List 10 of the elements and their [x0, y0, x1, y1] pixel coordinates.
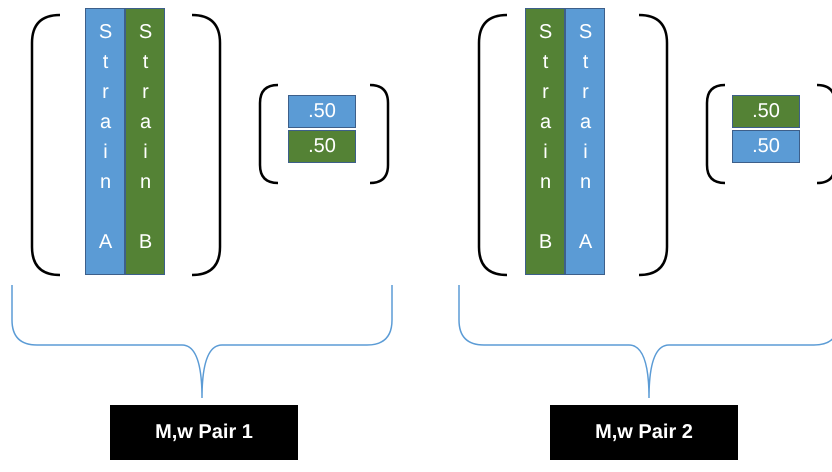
vector-cell: .50 [288, 95, 356, 128]
matrix-column: Strain A [565, 8, 605, 275]
matrix-column: Strain B [125, 8, 165, 275]
pair-label: M,w Pair 1 [110, 405, 298, 460]
pair-label: M,w Pair 2 [550, 405, 738, 460]
vector-cell: .50 [288, 130, 356, 163]
vector-cell: .50 [732, 130, 800, 163]
matrix-column: Strain A [85, 8, 125, 275]
matrix-column: Strain B [525, 8, 565, 275]
vector-cell: .50 [732, 95, 800, 128]
